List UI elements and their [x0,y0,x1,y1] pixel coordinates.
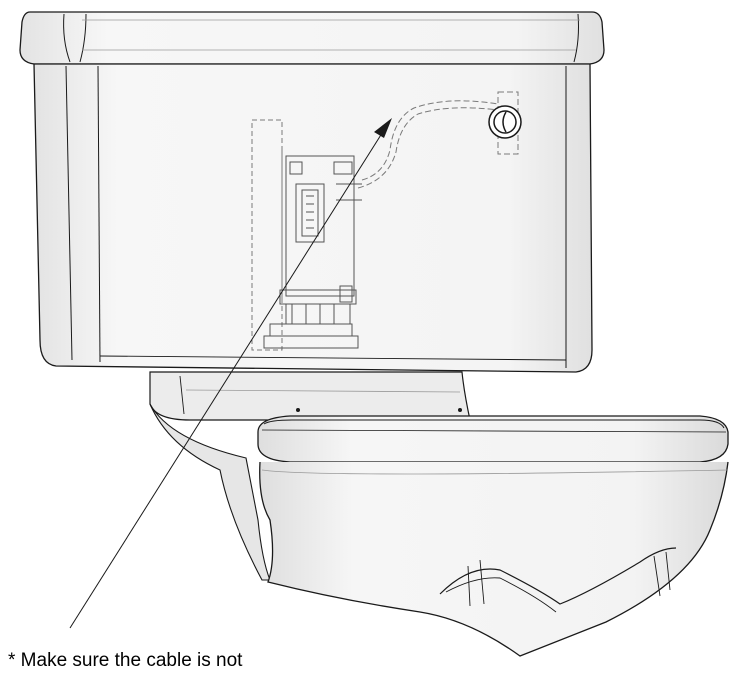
tank-body [33,63,593,373]
bowl-neck [149,371,471,421]
flush-valve-assembly [263,155,362,349]
toilet-bowl [149,403,729,657]
flush-valve-hidden-lines [251,119,283,351]
annotation-note: * Make sure the cable is not [8,650,243,671]
tank-lid [19,11,605,65]
cable-connector-port [488,105,522,139]
leader-arrow [69,118,392,629]
